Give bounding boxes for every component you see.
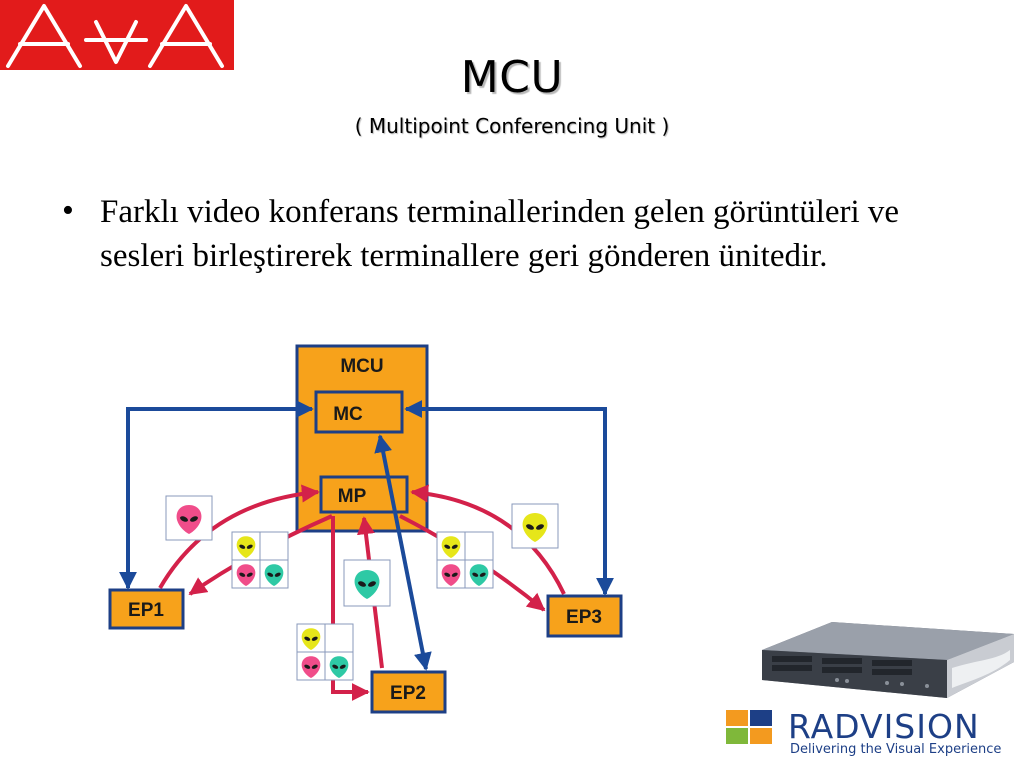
ep2-box xyxy=(370,670,447,714)
control-arrow-ep1-mc xyxy=(119,400,314,590)
radvision-brand: RADVISION Delivering the Visual Experien… xyxy=(726,707,1016,762)
radvision-logo-icon xyxy=(726,710,772,744)
ep1-label: EP1 xyxy=(128,600,164,621)
media-arrow-ep1-to-mp xyxy=(158,484,320,590)
composite-grid-ep1-icon xyxy=(231,531,289,589)
alien-yellow-icon xyxy=(511,503,559,549)
mc-label: MC xyxy=(333,404,363,425)
ep3-box xyxy=(546,594,623,638)
mc-box xyxy=(314,390,404,434)
alien-teal-icon xyxy=(343,559,391,607)
radvision-tagline: Delivering the Visual Experience xyxy=(790,742,1002,757)
media-arrow-ep3-to-mp xyxy=(410,484,566,595)
mcu-device-image xyxy=(762,622,1014,698)
mp-label: MP xyxy=(338,486,367,507)
control-arrow-ep3-mc xyxy=(404,400,614,596)
mcu-diagram: MCU MC MP EP1 EP2 EP3 xyxy=(100,342,625,722)
bullet-text: Farklı video konferans terminallerinden … xyxy=(100,194,900,274)
ep1-box xyxy=(108,588,185,630)
slide-subtitle: ( Multipoint Conferencing Unit ) xyxy=(354,114,670,138)
slide-title: MCU xyxy=(460,52,564,103)
ep3-label: EP3 xyxy=(566,607,602,628)
ep2-label: EP2 xyxy=(390,683,426,704)
ava-logo xyxy=(0,0,234,70)
mcu-label: MCU xyxy=(340,356,383,377)
radvision-wordmark: RADVISION xyxy=(788,707,980,746)
media-arrow-mp-to-ep2 xyxy=(331,516,370,701)
alien-pink-icon xyxy=(165,495,213,541)
bullet-marker: • xyxy=(62,192,74,229)
control-arrow-ep2-mc xyxy=(374,434,432,671)
composite-grid-ep2-icon xyxy=(296,623,354,681)
composite-grid-ep3-icon xyxy=(436,531,494,589)
